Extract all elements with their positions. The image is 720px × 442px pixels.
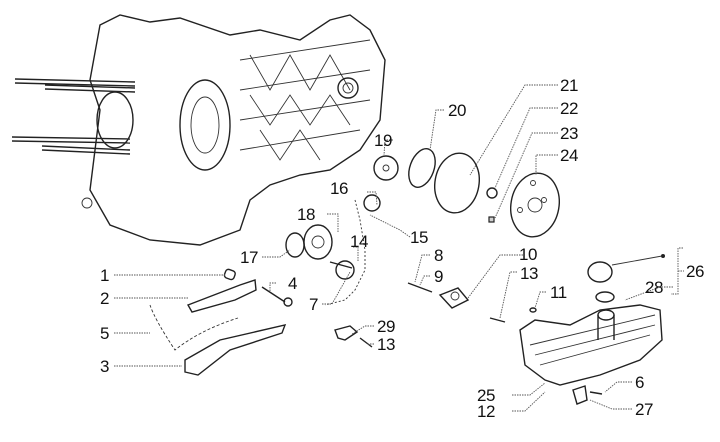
callout-7: 7 xyxy=(309,295,318,314)
callout-29: 29 xyxy=(377,317,395,336)
fasteners xyxy=(334,282,537,348)
callout-28: 28 xyxy=(645,278,663,297)
callout-3: 3 xyxy=(100,357,109,376)
callout-19: 19 xyxy=(374,131,392,150)
callout-11: 11 xyxy=(550,283,567,302)
callout-25: 25 xyxy=(477,386,495,405)
crankcase xyxy=(81,14,386,246)
callout-16: 16 xyxy=(330,179,348,198)
callout-23: 23 xyxy=(560,124,578,143)
callout-4: 4 xyxy=(288,274,297,293)
callout-6: 6 xyxy=(635,373,644,392)
callout-5: 5 xyxy=(100,324,109,343)
callout-22: 22 xyxy=(560,99,578,118)
callout-13-lower: 13 xyxy=(377,335,395,354)
oil-pump xyxy=(285,148,560,306)
callout-27: 27 xyxy=(635,400,653,419)
callout-1: 1 xyxy=(100,266,109,285)
callout-18: 18 xyxy=(297,205,315,224)
callout-17: 17 xyxy=(240,248,258,267)
leader-lines xyxy=(114,84,684,412)
chain-guides xyxy=(149,268,293,376)
callout-12: 12 xyxy=(477,402,495,421)
callout-24: 24 xyxy=(560,146,578,165)
callout-14: 14 xyxy=(350,232,368,251)
callout-15: 15 xyxy=(410,228,428,247)
callout-20: 20 xyxy=(448,101,466,120)
callout-21: 21 xyxy=(560,76,578,95)
callout-26: 26 xyxy=(686,262,704,281)
stud-bolts xyxy=(11,78,136,155)
callout-8: 8 xyxy=(434,246,443,265)
callout-10: 10 xyxy=(519,245,537,264)
callout-13-upper: 13 xyxy=(520,264,538,283)
oil-filter-housing xyxy=(519,254,665,405)
callout-2: 2 xyxy=(100,289,109,308)
callout-9: 9 xyxy=(434,267,443,286)
